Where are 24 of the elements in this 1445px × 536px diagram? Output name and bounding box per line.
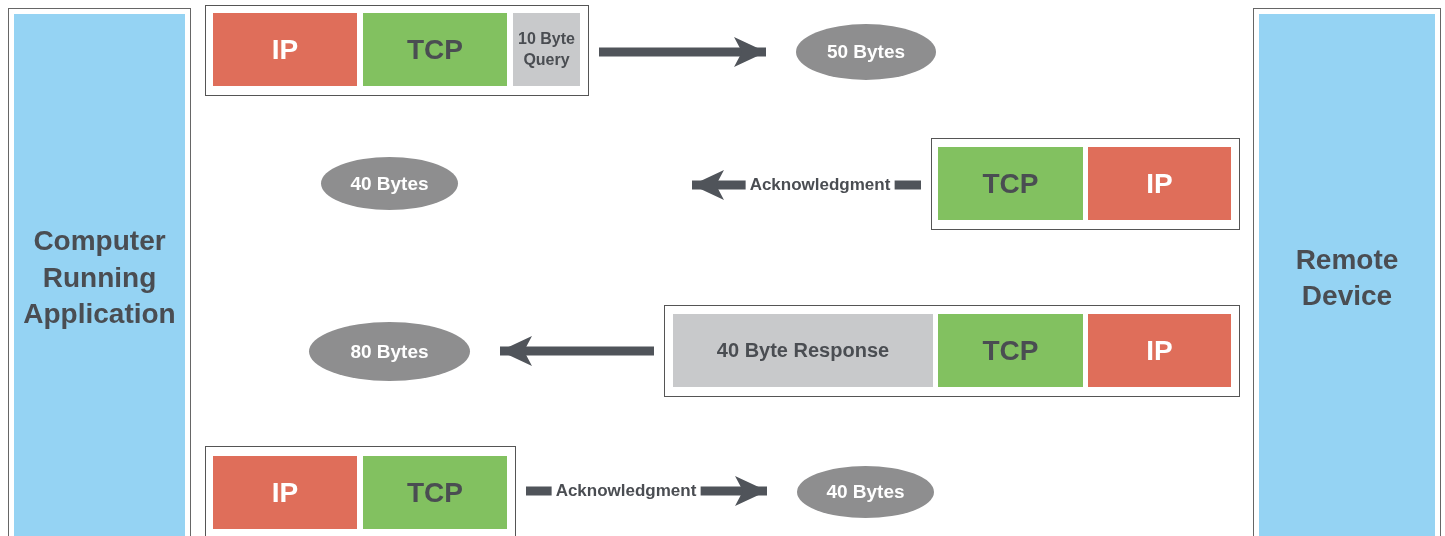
tcp-header-block: TCP (938, 314, 1083, 387)
size-ellipse: 40 Bytes (321, 157, 458, 210)
packet-frame (205, 5, 589, 96)
arrow (599, 37, 766, 67)
tcp-header-block: TCP (363, 456, 507, 529)
edge-label: Acknowledgment (551, 481, 701, 501)
packet-frame (931, 138, 1240, 230)
size-ellipse: 50 Bytes (796, 24, 936, 80)
ip-header-block: IP (213, 456, 357, 529)
device-panel: Remote Device (1253, 8, 1441, 536)
size-ellipse: 80 Bytes (309, 322, 470, 381)
tcp-header-block: TCP (938, 147, 1083, 220)
edge-label: Acknowledgment (745, 175, 895, 195)
tcp-header-block: TCP (363, 13, 507, 86)
payload-block: 10 Byte Query (513, 13, 580, 86)
ip-header-block: IP (1088, 314, 1231, 387)
ip-header-block: IP (1088, 147, 1231, 220)
packet-frame (205, 446, 516, 536)
payload-block: 40 Byte Response (673, 314, 933, 387)
arrow (500, 336, 654, 366)
packet-frame (664, 305, 1240, 397)
ip-header-block: IP (213, 13, 357, 86)
size-ellipse: 40 Bytes (797, 466, 934, 518)
device-panel: Computer Running Application (8, 8, 191, 536)
